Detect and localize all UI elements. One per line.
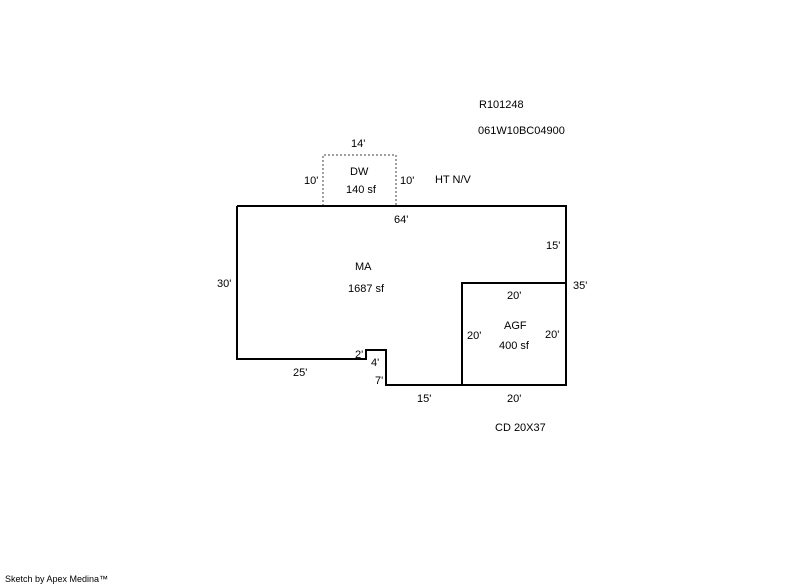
notes-label: HT N/V xyxy=(435,174,472,186)
dw-top-dimension: 14' xyxy=(351,138,365,150)
dw-code: DW xyxy=(350,166,369,178)
agf-top-dimension: 20' xyxy=(507,290,521,302)
ma-top-dimension: 64' xyxy=(394,214,408,226)
notch-lower-dimension: 7' xyxy=(375,375,383,387)
agf-outline xyxy=(461,282,567,386)
notch-right-dimension: 4' xyxy=(371,357,379,369)
agf-area: 400 sf xyxy=(499,340,530,352)
agf-bottom-dimension: 20' xyxy=(507,393,521,405)
agf-code: AGF xyxy=(504,320,527,332)
other-improvements-label: CD 20X37 xyxy=(495,422,546,434)
agf-right-dimension: 20' xyxy=(545,329,559,341)
map-number: 061W10BC04900 xyxy=(478,125,565,137)
ma-left-dimension: 30' xyxy=(217,278,231,290)
agf-left-dimension: 20' xyxy=(467,330,481,342)
ma-bottom-mid-dimension: 15' xyxy=(417,393,431,405)
ma-right-upper-dimension: 15' xyxy=(546,240,560,252)
dw-outline xyxy=(322,154,397,206)
dw-right-dimension: 10' xyxy=(400,175,414,187)
parcel-id: R101248 xyxy=(479,99,524,111)
ma-bottom-left-dimension: 25' xyxy=(293,367,307,379)
ma-right-total-dimension: 35' xyxy=(573,280,587,292)
dw-left-dimension: 10' xyxy=(304,175,318,187)
ma-area: 1687 sf xyxy=(348,283,385,295)
notch-top-dimension: 2' xyxy=(355,349,363,361)
sketch-credit: Sketch by Apex Medina™ xyxy=(5,574,109,584)
ma-code: MA xyxy=(355,261,372,273)
ma-outline xyxy=(236,205,567,386)
dw-area: 140 sf xyxy=(346,184,377,196)
